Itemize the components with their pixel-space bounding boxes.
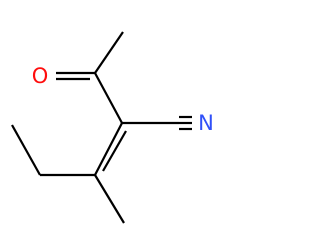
bond-alkene-methyl [94, 174, 125, 224]
bond-carbonyl-to-alkene [94, 72, 123, 124]
oxygen-atom-label: O [32, 64, 49, 88]
bond-ethyl-ch3 [11, 124, 41, 176]
bond-alkene-outer [94, 122, 123, 176]
nitrogen-atom-label: N [198, 111, 214, 135]
molecule-structure: O N [11, 31, 214, 224]
bond-acetyl-methyl [94, 31, 124, 74]
bond-alkene-inner [102, 130, 127, 172]
